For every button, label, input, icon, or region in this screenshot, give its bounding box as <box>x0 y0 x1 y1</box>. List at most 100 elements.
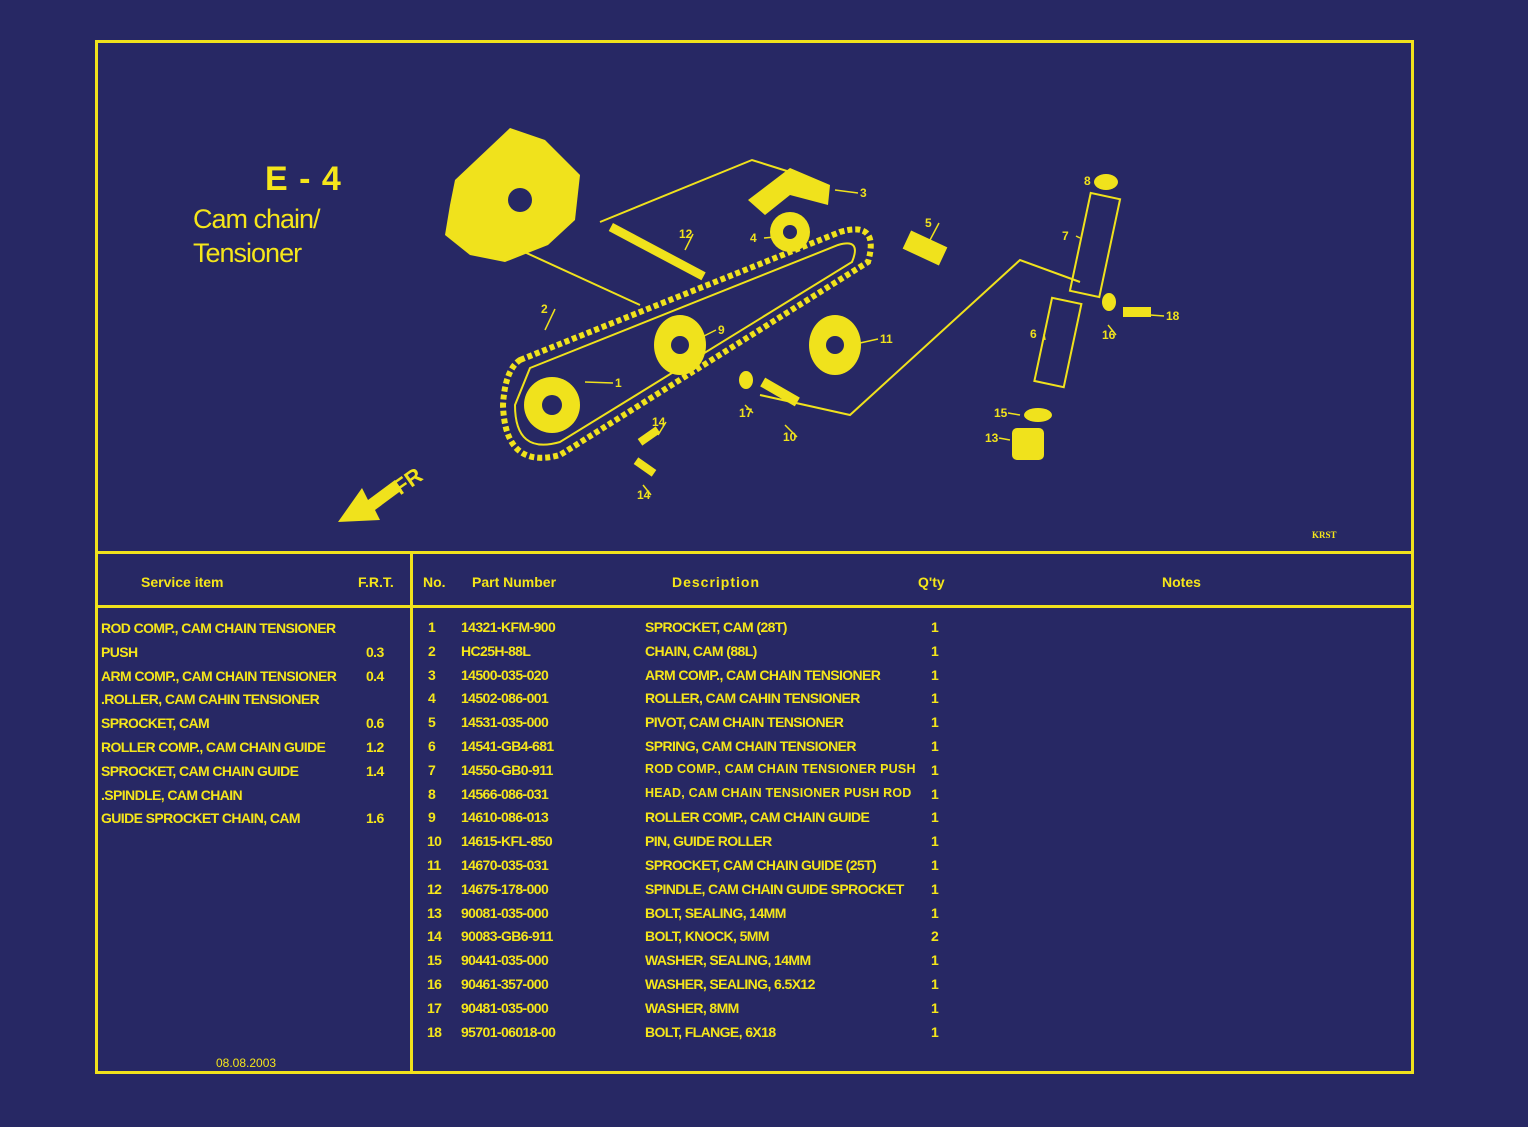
callout-leader <box>1107 324 1117 336</box>
reference-code: KRST <box>1312 530 1337 540</box>
frt-cell: 0.4 <box>366 667 384 684</box>
callout-number: 16 <box>1102 328 1116 342</box>
part-number-cell: 14500-035-020 <box>461 666 549 683</box>
description-cell: CHAIN, CAM (88L) <box>645 642 757 659</box>
callout-number: 7 <box>1062 229 1069 243</box>
table-column-divider <box>410 551 413 1074</box>
callout-leader <box>544 308 556 331</box>
qty-cell: 1 <box>931 1023 939 1040</box>
description-cell: WASHER, SEALING, 6.5X12 <box>645 976 815 992</box>
part-no-cell: 8 <box>428 785 436 802</box>
service-item-cell: SPROCKET, CAM CHAIN GUIDE <box>101 762 299 779</box>
description-header: Description <box>672 574 761 590</box>
service-item-cell: SPROCKET, CAM <box>101 715 210 732</box>
qty-cell: 2 <box>931 928 939 945</box>
notes-header: Notes <box>1162 574 1201 590</box>
part-no-cell: 9 <box>428 809 436 826</box>
part-no-cell: 2 <box>428 642 436 659</box>
callout-leader <box>929 222 940 241</box>
qty-cell: 1 <box>931 952 939 969</box>
part-no-cell: 7 <box>428 761 436 778</box>
qty-cell: 1 <box>931 714 939 731</box>
part-number-cell: 14541-GB4-681 <box>461 738 554 754</box>
part-no-cell: 10 <box>427 833 442 850</box>
callout-number: 3 <box>860 186 867 200</box>
part-number-cell: 14675-178-000 <box>461 880 549 897</box>
description-cell: BOLT, FLANGE, 6X18 <box>645 1023 776 1040</box>
description-cell: ROD COMP., CAM CHAIN TENSIONER PUSH <box>645 761 916 776</box>
service-item-cell: PUSH <box>101 643 138 660</box>
qty-cell: 1 <box>931 904 939 921</box>
callout-number: 18 <box>1166 309 1180 323</box>
description-cell: ARM COMP., CAM CHAIN TENSIONER <box>645 666 881 683</box>
part-no-cell: 18 <box>427 1023 442 1040</box>
callout-leader <box>998 437 1011 441</box>
description-cell: SPROCKET, CAM CHAIN GUIDE (25T) <box>645 857 877 873</box>
part-number-cell: 14321-KFM-900 <box>461 619 556 635</box>
part-number-cell: 14531-035-000 <box>461 714 549 731</box>
part-no-cell: 3 <box>428 666 436 683</box>
frt-cell: 0.6 <box>366 715 384 732</box>
description-cell: ROLLER COMP., CAM CHAIN GUIDE <box>645 809 870 826</box>
callout-number: 5 <box>925 216 932 230</box>
frt-cell: 1.2 <box>366 739 384 755</box>
callout-leader <box>1043 333 1046 341</box>
callout-number: 15 <box>994 406 1008 420</box>
part-number-header: Part Number <box>472 574 557 590</box>
part-no-cell: 14 <box>427 928 442 945</box>
part-number-cell: 14550-GB0-911 <box>461 761 553 778</box>
qty-cell: 1 <box>931 976 939 992</box>
part-no-cell: 11 <box>427 857 441 873</box>
callout-leader <box>859 338 879 344</box>
callout-leader <box>744 404 754 414</box>
part-number-cell: 95701-06018-00 <box>461 1023 556 1040</box>
part-no-cell: 4 <box>428 690 436 707</box>
part-no-cell: 13 <box>427 904 442 921</box>
description-cell: BOLT, KNOCK, 5MM <box>645 928 770 945</box>
page-title-line2: Tensioner <box>193 238 302 268</box>
description-cell: BOLT, SEALING, 14MM <box>645 904 786 921</box>
part-number-cell: 14566-086-031 <box>461 785 549 802</box>
qty-cell: 1 <box>931 999 939 1016</box>
callout-leader <box>1007 412 1021 416</box>
qty-cell: 1 <box>931 785 939 802</box>
callout-leader <box>584 381 614 384</box>
description-cell: ROLLER, CAM CAHIN TENSIONER <box>645 690 860 707</box>
callout-number: 14 <box>637 488 651 502</box>
service-item-cell: ARM COMP., CAM CHAIN TENSIONER <box>101 667 337 684</box>
part-no-cell: 5 <box>428 714 436 731</box>
part-number-cell: 90083-GB6-911 <box>461 928 553 945</box>
page-code: E - 4 <box>265 160 342 198</box>
part-number-cell: 14610-086-013 <box>461 809 549 826</box>
qty-cell: 1 <box>931 738 939 754</box>
callout-leader <box>1075 235 1081 239</box>
part-no-cell: 16 <box>427 976 442 992</box>
callout-number: 10 <box>783 430 797 444</box>
callout-leader <box>834 189 859 194</box>
part-number-cell: 90081-035-000 <box>461 904 549 921</box>
callout-number: 9 <box>718 323 725 337</box>
callout-leader <box>763 236 776 239</box>
part-no-cell: 15 <box>427 952 442 969</box>
callout-number: 17 <box>739 406 753 420</box>
service-item-cell: GUIDE SPROCKET CHAIN, CAM <box>101 810 301 827</box>
callout-number: 6 <box>1030 327 1037 341</box>
callout-leader <box>699 329 717 339</box>
frt-cell: 1.4 <box>366 762 384 779</box>
callout-number: 8 <box>1084 174 1091 188</box>
frt-cell: 1.6 <box>366 810 384 827</box>
callout-number: 14 <box>652 415 666 429</box>
part-no-cell: 6 <box>428 738 436 754</box>
description-cell: SPROCKET, CAM (28T) <box>645 619 787 635</box>
document-date: 08.08.2003 <box>216 1056 277 1070</box>
table-header-divider <box>95 605 1414 608</box>
qty-cell: 1 <box>931 809 939 826</box>
callout-leader <box>642 484 652 496</box>
callout-number: 11 <box>880 332 893 346</box>
qty-cell: 1 <box>931 690 939 707</box>
diagram-divider <box>95 551 1414 554</box>
callout-number: 4 <box>750 231 757 245</box>
description-cell: PIN, GUIDE ROLLER <box>645 833 772 850</box>
part-number-cell: HC25H-88L <box>461 642 531 659</box>
